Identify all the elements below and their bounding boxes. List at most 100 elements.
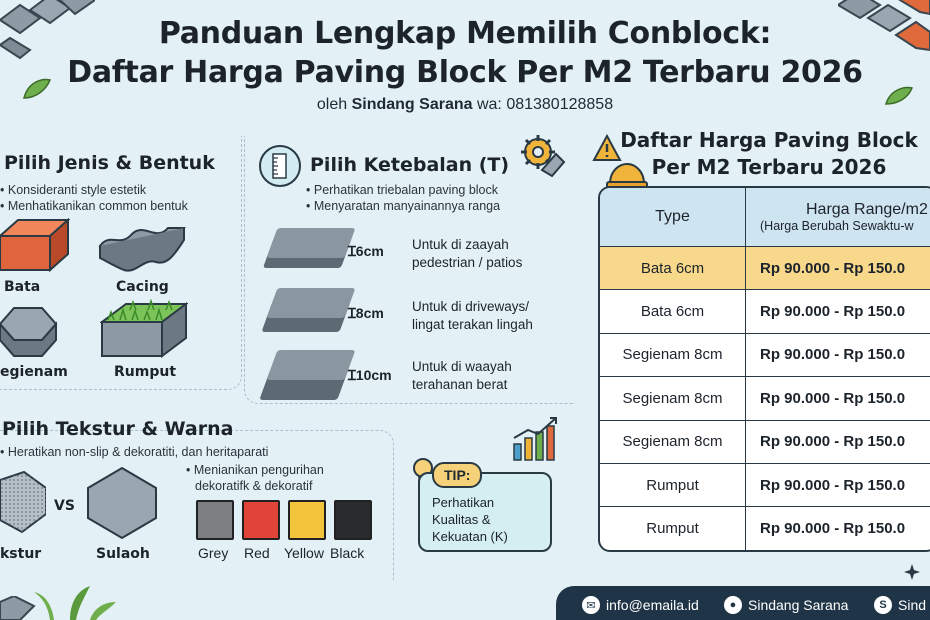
table-row: Bata 6cm Rp 90.000 - Rp 150.0 — [600, 289, 930, 333]
footer-bar — [556, 586, 930, 620]
table-header-price: Harga Range/m2 (Harga Berubah Sewaktu-w — [760, 201, 928, 233]
table-cell-type: Segienam 8cm — [600, 333, 746, 377]
footer-location[interactable]: ● Sindang Sarana — [724, 596, 848, 614]
list-item: Konsideranti style estetik — [0, 182, 188, 198]
table-cell-price: Rp 90.000 - Rp 150.0 — [760, 389, 906, 407]
tip-text: Perhatikan Kualitas & Kekuatan (K) — [432, 495, 508, 544]
table-row: Segienam 8cm Rp 90.000 - Rp 150.0 — [600, 332, 930, 377]
page-title-line2: Daftar Harga Paving Block Per M2 Terbaru… — [67, 55, 863, 90]
footer-email[interactable]: ✉ info@emaila.id — [582, 596, 699, 614]
texture-section-box — [0, 430, 394, 580]
tip-tag: TIP: — [432, 462, 483, 488]
corner-paving-top-right — [838, 0, 930, 52]
price-table-title-line1: Daftar Harga Paving Block — [620, 128, 918, 152]
thickness-section-box — [244, 136, 574, 404]
tip-box — [418, 472, 552, 552]
list-item: Menianikan pengurihan — [186, 462, 324, 478]
hard-hat-icon — [606, 162, 648, 189]
color-swatch-yellow — [288, 500, 326, 540]
shape-label-bata: Bata — [4, 279, 41, 295]
color-swatch-red — [242, 500, 280, 540]
thickness-block-6cm — [266, 228, 356, 258]
texture-label-left: kstur — [0, 546, 42, 562]
color-label-black: Black — [330, 545, 365, 561]
color-label-grey: Grey — [198, 545, 229, 561]
bata-block-icon — [0, 218, 70, 273]
list-item: Heratikan non-slip & dekoratiti, dan her… — [0, 444, 269, 460]
shape-label-rumput: Rumput — [114, 364, 177, 380]
table-cell-price: Rp 90.000 - Rp 150.0 — [760, 520, 906, 538]
corner-paving-top-left — [0, 0, 95, 60]
table-cell-type: Segienam 8cm — [600, 377, 746, 420]
gear-icon — [521, 135, 566, 178]
table-row: Rumput Rp 90.000 - Rp 150.0 — [600, 463, 930, 507]
thickness-label-6cm: Ɪ6cm — [348, 243, 384, 259]
shape-section-bullets: Konsideranti style estetik Menhatikanika… — [0, 182, 188, 214]
thickness-desc-10cm: Untuk di waayah terahanan berat — [412, 359, 512, 392]
texture-label-right: Sulaoh — [96, 546, 150, 562]
vs-label: VS — [54, 498, 75, 514]
shape-section-box — [0, 136, 242, 390]
list-item: Menyaratan manyainannya ranga — [306, 198, 500, 214]
shape-label-segienam: egienam — [0, 364, 68, 380]
ruler-icon — [259, 145, 301, 187]
table-cell-type: Rumput — [600, 464, 746, 507]
table-cell-type: Segienam 8cm — [600, 420, 746, 463]
footer-brand[interactable]: S Sind — [874, 596, 926, 614]
byline-contact: wa: 081380128858 — [476, 96, 614, 113]
table-row: Segienam 8cm Rp 90.000 - Rp 150.0 — [600, 419, 930, 463]
shape-label-cacing: Cacing — [116, 279, 169, 295]
growth-chart-icon — [513, 417, 557, 461]
byline: oleh Sindang Sarana wa: 081380128858 — [0, 96, 930, 114]
list-item: Perhatikan triebalan paving block — [306, 182, 500, 198]
thickness-block-10cm — [266, 350, 356, 380]
thickness-section-bullets: Perhatikan triebalan paving block Menyar… — [306, 182, 500, 214]
color-label-yellow: Yellow — [284, 545, 324, 561]
mail-icon: ✉ — [582, 596, 600, 614]
color-swatch-black — [334, 500, 372, 540]
table-header-row: Type Harga Range/m2 (Harga Berubah Sewak… — [600, 188, 930, 246]
table-cell-price: Rp 90.000 - Rp 150.0 — [760, 259, 906, 277]
price-table: Type Harga Range/m2 (Harga Berubah Sewak… — [598, 186, 930, 552]
color-label-red: Red — [244, 545, 270, 561]
smooth-block-icon — [87, 466, 157, 540]
cacing-block-icon — [98, 227, 186, 272]
table-cell-price: Rp 90.000 - Rp 150.0 — [760, 476, 906, 494]
texture-section-bullet: Heratikan non-slip & dekoratiti, dan her… — [0, 444, 269, 460]
table-row: Segienam 8cm Rp 90.000 - Rp 150.0 — [600, 376, 930, 420]
table-cell-price: Rp 90.000 - Rp 150.0 — [760, 433, 906, 451]
thickness-desc-8cm: Untuk di driveways/ lingat terakan linga… — [412, 299, 533, 332]
thickness-label-8cm: Ɪ8cm — [348, 305, 384, 321]
location-pin-icon: ● — [724, 596, 742, 614]
leaf-icon — [23, 78, 52, 99]
list-item: Menhatikanikan common bentuk — [0, 198, 188, 214]
byline-author: Sindang Sarana — [351, 96, 473, 113]
color-section-bullet: Menianikan pengurihan dekoratifk & dekor… — [186, 462, 324, 494]
table-row: Bata 6cm Rp 90.000 - Rp 150.0 — [600, 246, 930, 290]
table-header-type: Type — [600, 188, 746, 246]
thickness-block-8cm — [266, 288, 356, 318]
warning-icon — [592, 134, 622, 161]
paving-corner-bottom-left — [0, 596, 36, 620]
price-table-title-line2: Per M2 Terbaru 2026 — [651, 155, 887, 179]
color-swatch-grey — [196, 500, 234, 540]
texture-section-title: Pilih Tekstur & Warna — [2, 418, 234, 440]
thickness-section-title: Pilih Ketebalan (T) — [310, 154, 510, 176]
table-cell-type: Bata 6cm — [600, 290, 746, 333]
byline-prefix: oleh — [316, 96, 348, 113]
page-title-line1: Panduan Lengkap Memilih Conblock: — [158, 16, 772, 51]
table-cell-price: Rp 90.000 - Rp 150.0 — [760, 346, 906, 364]
thickness-label-10cm: Ɪ10cm — [348, 367, 392, 383]
textured-block-icon — [0, 470, 46, 534]
shape-section-title: Pilih Jenis & Bentuk — [4, 152, 215, 174]
thickness-desc-6cm: Untuk di zaayah pedestrian / patios — [412, 237, 523, 270]
table-cell-price: Rp 90.000 - Rp 150.0 — [760, 303, 906, 321]
table-cell-type: Rumput — [600, 507, 746, 550]
leaf-icon — [885, 86, 914, 105]
brand-logo-icon: S — [874, 596, 892, 614]
rumput-block-icon — [100, 298, 188, 358]
table-cell-type: Bata 6cm — [600, 247, 746, 290]
segienam-block-icon — [0, 307, 58, 357]
sparkle-icon — [904, 564, 920, 580]
table-row: Rumput Rp 90.000 - Rp 150.0 — [600, 506, 930, 550]
